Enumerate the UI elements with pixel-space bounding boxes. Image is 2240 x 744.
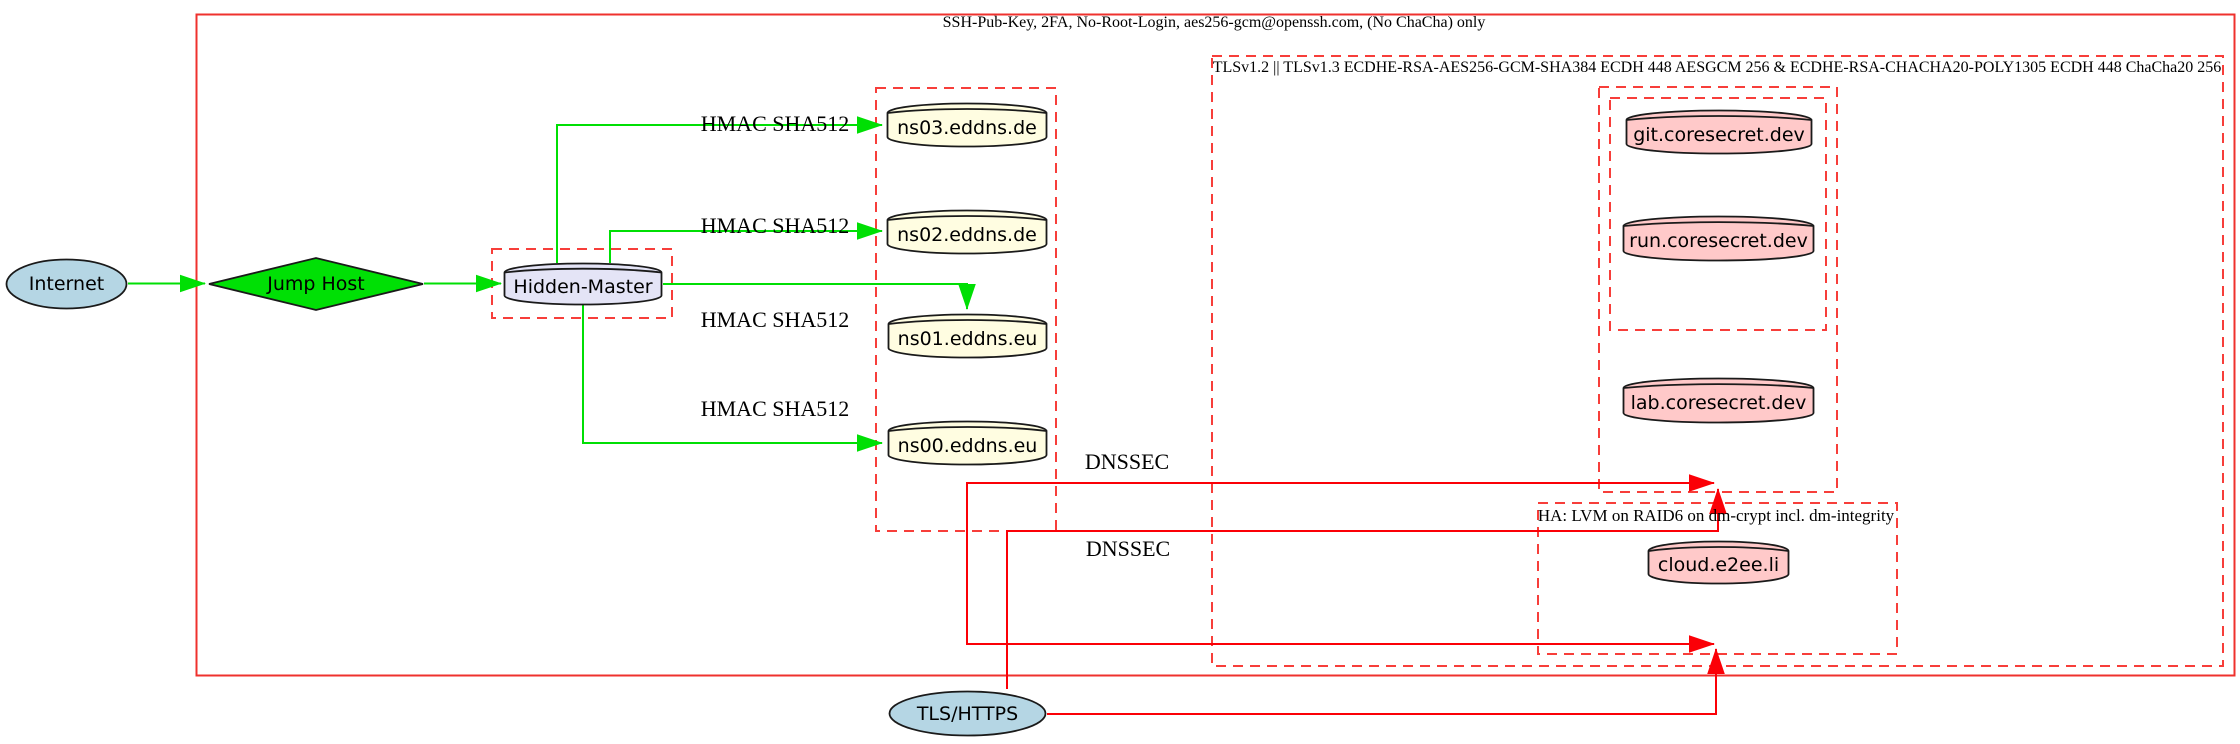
- edge-label-hmac-ns01: HMAC SHA512: [700, 307, 850, 332]
- edge-hiddenmaster-ns02: [609, 222, 883, 263]
- node-ns02: ns02.eddns.de: [886, 209, 1048, 255]
- edge-hiddenmaster-ns01: [663, 283, 976, 310]
- ha-cluster-label: HA: LVM on RAID6 on dm-crypt incl. dm-in…: [1537, 506, 1895, 525]
- node-ns01: ns01.eddns.eu: [887, 313, 1048, 359]
- tls-https-ellipse-shape: [888, 690, 1047, 737]
- tls-https-label: TLS/HTTPS: [916, 702, 1019, 725]
- ns01-cylinder-shape: [887, 313, 1048, 359]
- node-cloud-e2ee: cloud.e2ee.li: [1647, 540, 1790, 585]
- node-ns03: ns03.eddns.de: [886, 102, 1048, 148]
- node-internet: Internet: [5, 258, 128, 310]
- git-cylinder-shape: [1625, 109, 1813, 155]
- hidden-master-label: Hidden-Master: [513, 275, 653, 298]
- node-hidden-master: Hidden-Master: [503, 262, 663, 306]
- edge-label-hmac-ns00: HMAC SHA512: [700, 396, 850, 421]
- node-lab-coresecret: lab.coresecret.dev: [1622, 377, 1815, 424]
- run-coresecret-label: run.coresecret.dev: [1629, 230, 1808, 252]
- hidden-master-cylinder-shape: [503, 262, 663, 306]
- edge-hiddenmaster-ns00: [582, 304, 883, 452]
- lab-cylinder-shape: [1622, 377, 1815, 424]
- internet-label: Internet: [28, 273, 105, 295]
- ns00-cylinder-shape: [887, 420, 1048, 466]
- edge-label-dnssec-1: DNSSEC: [1084, 449, 1170, 474]
- git-coresecret-label: git.coresecret.dev: [1633, 123, 1805, 146]
- cloud-e2ee-label: cloud.e2ee.li: [1657, 554, 1780, 576]
- ssh-cluster-box: [195, 13, 2236, 677]
- edge-dnssec-ns-ha: [966, 531, 1715, 653]
- edge-dnssec-ns-coresecret: [966, 474, 1715, 531]
- coresecret-outer-cluster-box: [1598, 86, 1838, 493]
- edge-label-dnssec-2: DNSSEC: [1085, 536, 1171, 561]
- jump-host-diamond-shape: [208, 257, 424, 311]
- node-tls-https: TLS/HTTPS: [888, 690, 1047, 737]
- ns02-cylinder-shape: [886, 209, 1048, 255]
- node-run-coresecret: run.coresecret.dev: [1622, 215, 1815, 262]
- jump-host-label: Jump Host: [267, 273, 365, 295]
- edge-tlshttps-coresecret: [1006, 488, 1727, 689]
- ns00-label: ns00.eddns.eu: [897, 434, 1038, 457]
- run-cylinder-shape: [1622, 215, 1815, 262]
- ns01-label: ns01.eddns.eu: [897, 327, 1038, 350]
- tls-cluster-label: TLSv1.2 || TLSv1.3 ECDHE-RSA-AES256-GCM-…: [1212, 59, 2222, 76]
- node-jump-host: Jump Host: [208, 257, 424, 311]
- ns02-label: ns02.eddns.de: [897, 223, 1037, 246]
- ssh-cluster-label: SSH-Pub-Key, 2FA, No-Root-Login, aes256-…: [942, 14, 1486, 31]
- ns03-label: ns03.eddns.de: [897, 116, 1037, 139]
- node-git-coresecret: git.coresecret.dev: [1625, 109, 1813, 155]
- edge-label-hmac-ns03: HMAC SHA512: [700, 111, 850, 136]
- internet-ellipse-shape: [5, 258, 128, 310]
- edge-label-hmac-ns02: HMAC SHA512: [700, 213, 850, 238]
- node-ns00: ns00.eddns.eu: [887, 420, 1048, 466]
- ns-cluster-box: [875, 87, 1057, 532]
- ns03-cylinder-shape: [886, 102, 1048, 148]
- cloud-cylinder-shape: [1647, 540, 1790, 585]
- edge-hiddenmaster-ns03: [556, 116, 883, 263]
- lab-coresecret-label: lab.coresecret.dev: [1630, 392, 1807, 414]
- coresecret-inner-cluster-box: [1609, 97, 1827, 331]
- edge-tlshttps-ha: [1047, 648, 1725, 715]
